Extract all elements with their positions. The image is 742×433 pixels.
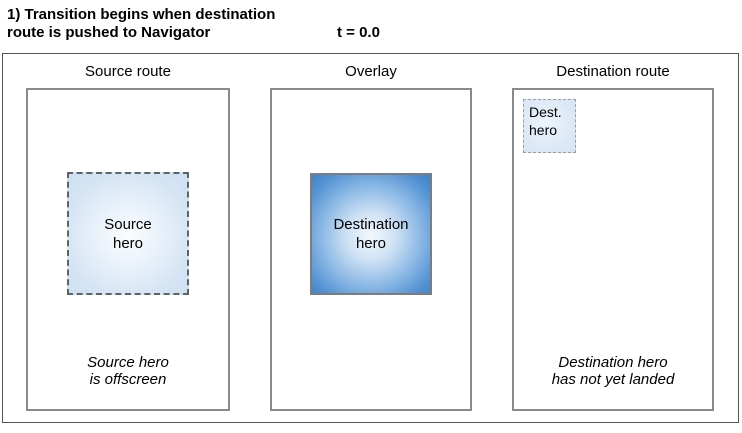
overlay-destination-hero-box: Destination hero [310, 173, 432, 295]
source-route-title: Source route [85, 63, 171, 80]
time-label: t = 0.0 [337, 24, 380, 41]
destination-route-panel: Dest. hero Destination hero has not yet … [512, 88, 714, 411]
step-title: 1) Transition begins when destination ro… [7, 6, 276, 41]
source-hero-box: Source hero [67, 172, 189, 295]
destination-route-title: Destination route [556, 63, 670, 80]
overlay-panel: Destination hero [270, 88, 472, 411]
destination-hero-placeholder-box: Dest. hero [523, 99, 576, 153]
destination-caption: Destination hero has not yet landed [551, 354, 675, 388]
source-caption: Source hero is offscreen [87, 354, 169, 388]
overlay-title: Overlay [345, 63, 397, 80]
source-route-panel: Source hero Source hero is offscreen [26, 88, 230, 411]
